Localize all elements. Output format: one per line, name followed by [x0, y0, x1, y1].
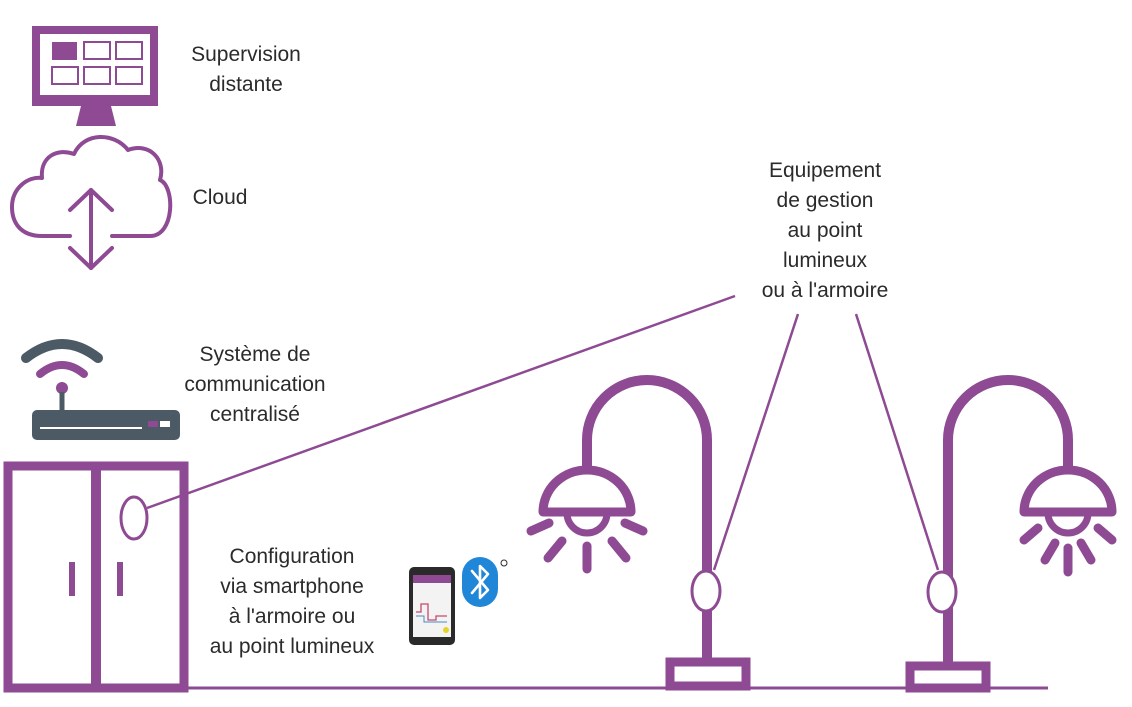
smartphone-icon [409, 567, 455, 645]
router-icon [21, 339, 180, 440]
bluetooth-icon [462, 557, 508, 607]
street-lamp-icon [905, 375, 1117, 693]
cloud-label: Cloud [192, 186, 248, 209]
equipement-label: Equipement de gestion au point lumineux … [761, 159, 889, 302]
monitor-icon [32, 26, 158, 126]
system-label: Système de communication centralisé [184, 343, 326, 426]
connector-lines [146, 294, 940, 571]
street-lamp-icon [526, 375, 751, 691]
configuration-label: Configuration via smartphone à l'armoire… [209, 545, 375, 658]
supervision-label: Supervision distante [191, 43, 301, 96]
cloud-icon [10, 135, 173, 270]
cabinet-icon [3, 461, 189, 693]
